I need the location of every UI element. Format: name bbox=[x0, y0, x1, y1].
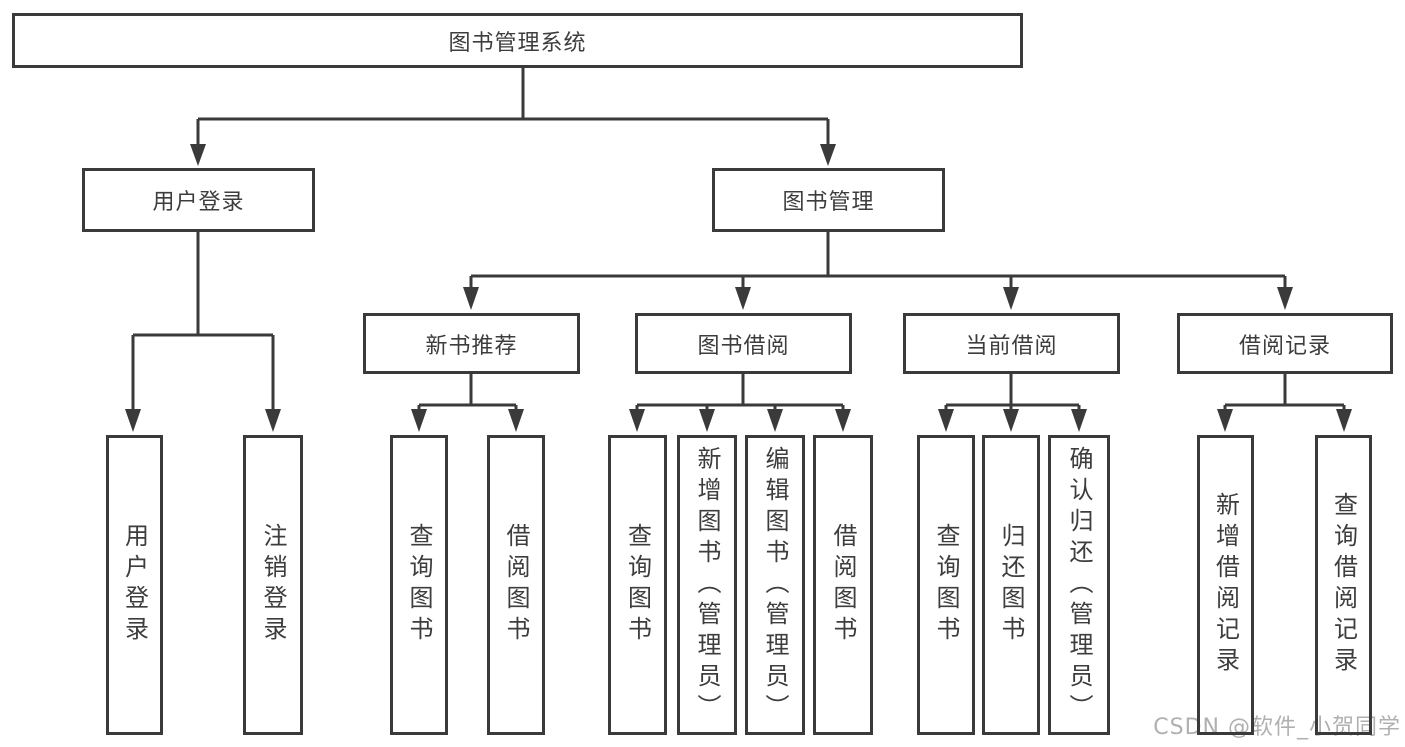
leaf-borrow-book: 借阅图书 bbox=[813, 435, 873, 735]
leaf-confirm-return: 确认归还（管理员） bbox=[1048, 435, 1110, 735]
node-current-borrow: 当前借阅 bbox=[903, 313, 1120, 374]
connector-userlogin-to-leaves bbox=[125, 232, 281, 432]
node-label: 图书管理 bbox=[782, 190, 875, 215]
node-label: 新增借阅记录 bbox=[1211, 492, 1240, 678]
node-label: 查询借阅记录 bbox=[1329, 492, 1358, 678]
leaf-add-borrow-record: 新增借阅记录 bbox=[1197, 435, 1254, 735]
node-book-management: 图书管理 bbox=[712, 168, 945, 232]
node-user-login: 用户登录 bbox=[82, 168, 315, 232]
node-label: 新书推荐 bbox=[425, 333, 518, 359]
node-label: 图书管理系统 bbox=[448, 30, 587, 56]
node-borrow-records: 借阅记录 bbox=[1177, 313, 1393, 374]
node-label: 图书借阅 bbox=[697, 333, 790, 359]
leaf-return-book: 归还图书 bbox=[982, 435, 1040, 735]
leaf-newbook-query: 查询图书 bbox=[390, 435, 448, 735]
node-label: 查询图书 bbox=[405, 523, 433, 647]
node-label: 借阅图书 bbox=[829, 523, 857, 647]
node-label: 编辑图书（管理员） bbox=[761, 445, 789, 725]
node-label: 借阅记录 bbox=[1238, 333, 1331, 359]
leaf-logout: 注销登录 bbox=[243, 435, 303, 735]
leaf-borrow-add-book: 新增图书（管理员） bbox=[677, 435, 737, 735]
node-label: 用户登录 bbox=[120, 523, 149, 647]
connector-records-to-leaves bbox=[1217, 374, 1352, 432]
node-label: 用户登录 bbox=[152, 190, 245, 215]
node-root-system: 图书管理系统 bbox=[12, 13, 1023, 68]
node-label: 查询图书 bbox=[623, 523, 652, 647]
node-label: 查询图书 bbox=[932, 523, 960, 647]
csdn-watermark: CSDN @软件_小贺同学 bbox=[1153, 715, 1401, 740]
connector-newbook-to-leaves bbox=[411, 374, 524, 432]
node-book-borrow: 图书借阅 bbox=[635, 313, 852, 374]
connector-bookmgmt-to-sections bbox=[463, 232, 1293, 310]
leaf-borrow-edit-book: 编辑图书（管理员） bbox=[745, 435, 805, 735]
leaf-user-login: 用户登录 bbox=[106, 435, 163, 735]
node-label: 确认归还（管理员） bbox=[1065, 445, 1093, 725]
leaf-query-borrow-record: 查询借阅记录 bbox=[1315, 435, 1372, 735]
node-label: 归还图书 bbox=[997, 523, 1025, 647]
node-label: 新增图书（管理员） bbox=[693, 445, 721, 725]
node-label: 借阅图书 bbox=[502, 523, 530, 647]
node-label: 当前借阅 bbox=[965, 333, 1058, 359]
connector-currentborrow-to-leaves bbox=[938, 374, 1087, 432]
connector-root-to-level2 bbox=[190, 66, 836, 166]
leaf-newbook-borrow: 借阅图书 bbox=[487, 435, 545, 735]
node-new-book-recommend: 新书推荐 bbox=[363, 313, 580, 374]
leaf-borrow-query: 查询图书 bbox=[608, 435, 667, 735]
node-label: 注销登录 bbox=[259, 523, 287, 647]
connector-bookborrow-to-leaves bbox=[629, 374, 851, 432]
leaf-current-query: 查询图书 bbox=[917, 435, 975, 735]
